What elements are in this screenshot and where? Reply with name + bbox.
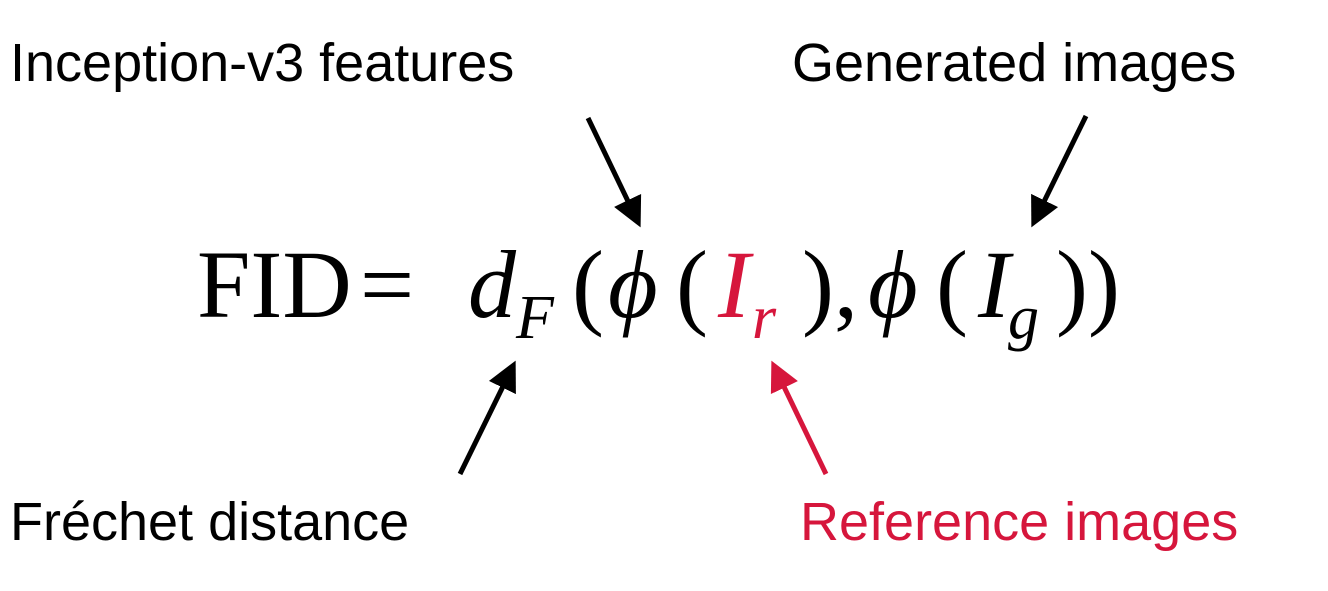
arrow-frechet bbox=[457, 360, 516, 476]
arrow-reference bbox=[770, 360, 829, 476]
phi-1: ϕ bbox=[608, 231, 658, 338]
distance-d: d bbox=[468, 231, 517, 338]
paren-open-1: ( bbox=[572, 231, 604, 338]
generated-subscript: g bbox=[1008, 284, 1039, 352]
generated-variable: I bbox=[977, 231, 1014, 338]
equals-sign: = bbox=[360, 231, 414, 338]
distance-subscript: F bbox=[515, 284, 555, 352]
arrow-generated bbox=[1031, 114, 1089, 228]
paren-close-2: ) bbox=[802, 231, 834, 338]
comma: , bbox=[834, 231, 858, 338]
generated-images-label: Generated images bbox=[792, 33, 1237, 93]
frechet-distance-label: Fréchet distance bbox=[10, 492, 410, 552]
inception-features-label: Inception-v3 features bbox=[10, 33, 515, 93]
fid-symbol: FID bbox=[197, 231, 352, 338]
reference-images-label: Reference images bbox=[800, 492, 1239, 552]
paren-close-final: )) bbox=[1056, 231, 1120, 338]
reference-variable: I bbox=[717, 231, 754, 338]
paren-open-3: ( bbox=[936, 231, 968, 338]
arrow-inception bbox=[585, 116, 642, 228]
reference-subscript: r bbox=[752, 284, 777, 352]
phi-2: ϕ bbox=[868, 231, 918, 338]
paren-open-2: ( bbox=[676, 231, 708, 338]
